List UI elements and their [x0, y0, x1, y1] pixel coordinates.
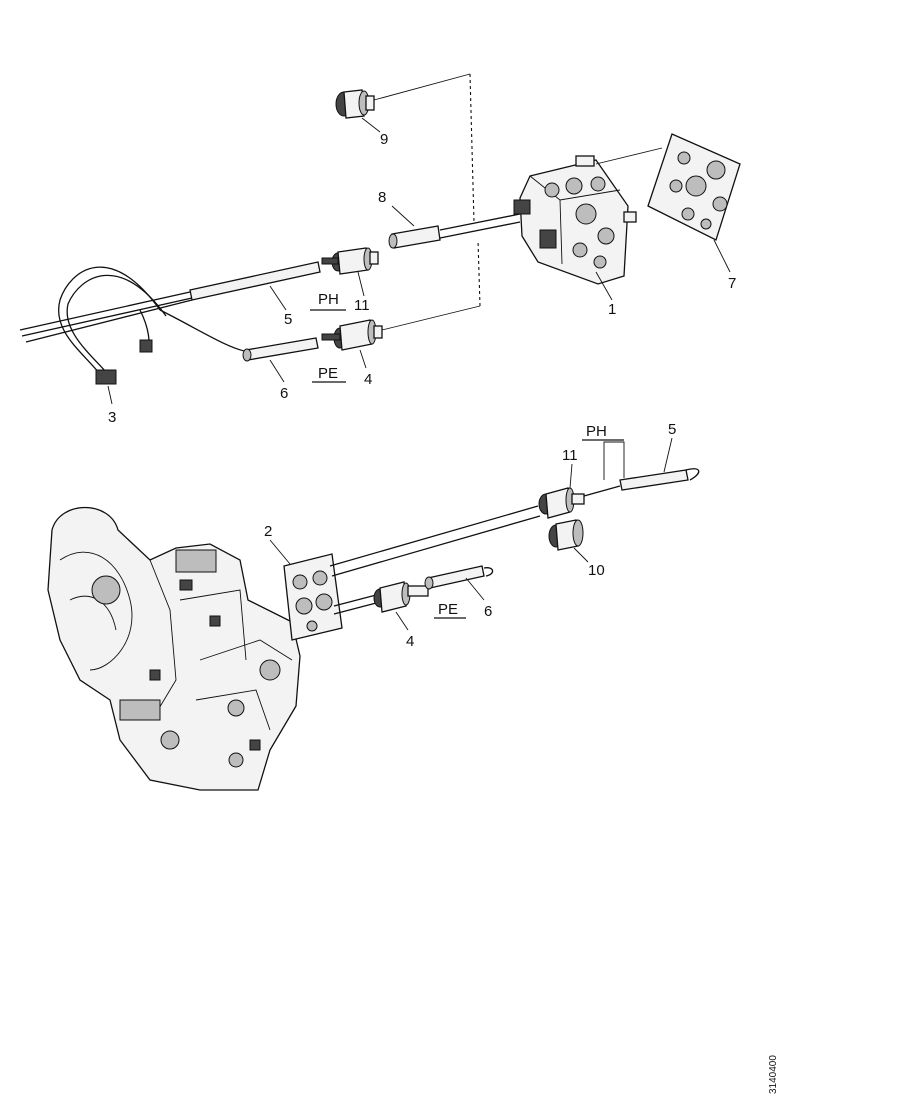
rod-upper-2	[439, 221, 521, 239]
leader-8	[391, 205, 415, 227]
callout-1: 1	[608, 301, 616, 318]
callout-7: 7	[728, 275, 736, 292]
leader-7	[713, 239, 731, 273]
leader-3	[107, 385, 113, 405]
tube-lower-4	[333, 601, 381, 615]
tube-lower-1	[329, 505, 539, 567]
leader-7-link	[595, 147, 663, 165]
part-2-flange	[283, 553, 343, 641]
leader-1	[595, 271, 613, 301]
leader-10	[573, 547, 589, 563]
tag-ph-bottom: PH	[586, 423, 607, 440]
leader-4-lower	[395, 611, 409, 631]
part-8-sleeve	[388, 225, 441, 249]
callout-8: 8	[378, 189, 386, 206]
ph-bracket-lower	[603, 441, 625, 480]
part-3-harness	[57, 266, 251, 385]
tag-ph-top: PH	[318, 291, 339, 308]
callout-5-lower: 5	[668, 421, 676, 438]
drawing-code: 3140400	[768, 1055, 779, 1094]
part-5-hose-lower	[583, 468, 700, 497]
leader-2	[269, 539, 291, 565]
callout-10: 10	[588, 562, 605, 579]
leader-11-upper	[357, 271, 365, 297]
callout-11-upper: 11	[354, 297, 370, 314]
part-7-gasket	[647, 133, 741, 241]
part-4-sensor-upper	[321, 319, 383, 351]
callout-9: 9	[380, 131, 388, 148]
callout-2: 2	[264, 523, 272, 540]
leader-5-upper	[269, 285, 287, 311]
callout-6-lower: 6	[484, 603, 492, 620]
leader-4-link	[381, 305, 481, 331]
callout-3: 3	[108, 409, 116, 426]
leader-4-upper	[359, 349, 367, 369]
part-5-hose-upper	[19, 261, 321, 343]
callout-6-upper: 6	[280, 385, 288, 402]
part-4-sensor-lower	[373, 581, 429, 613]
tag-pe-top: PE	[318, 365, 338, 382]
dashed-link-9	[469, 73, 475, 223]
part-10-plug	[548, 519, 584, 551]
callout-4-upper: 4	[364, 371, 372, 388]
part-11-sensor-lower	[538, 487, 585, 519]
tube-lower-2	[331, 515, 541, 577]
leader-6-upper	[269, 359, 285, 383]
callout-4-lower: 4	[406, 633, 414, 650]
part-11-sensor-upper	[321, 247, 379, 275]
leader-6-lower	[465, 577, 485, 601]
rod-upper	[439, 213, 521, 231]
part-1-valve-block	[513, 155, 637, 285]
leader-11-lower	[569, 463, 573, 489]
leader-9-label	[361, 117, 381, 133]
part-9-sensor	[335, 89, 375, 119]
part-6-hose-lower	[424, 565, 494, 590]
callout-5-upper: 5	[284, 311, 292, 328]
callout-11-lower: 11	[562, 447, 578, 464]
part-6-hose-upper	[242, 337, 319, 362]
leader-5-lower	[663, 437, 673, 473]
engine-assembly	[47, 507, 301, 791]
tube-lower-3	[333, 593, 381, 607]
dashed-link-4	[477, 239, 481, 307]
leader-9	[373, 73, 471, 101]
tag-pe-bottom: PE	[438, 601, 458, 618]
